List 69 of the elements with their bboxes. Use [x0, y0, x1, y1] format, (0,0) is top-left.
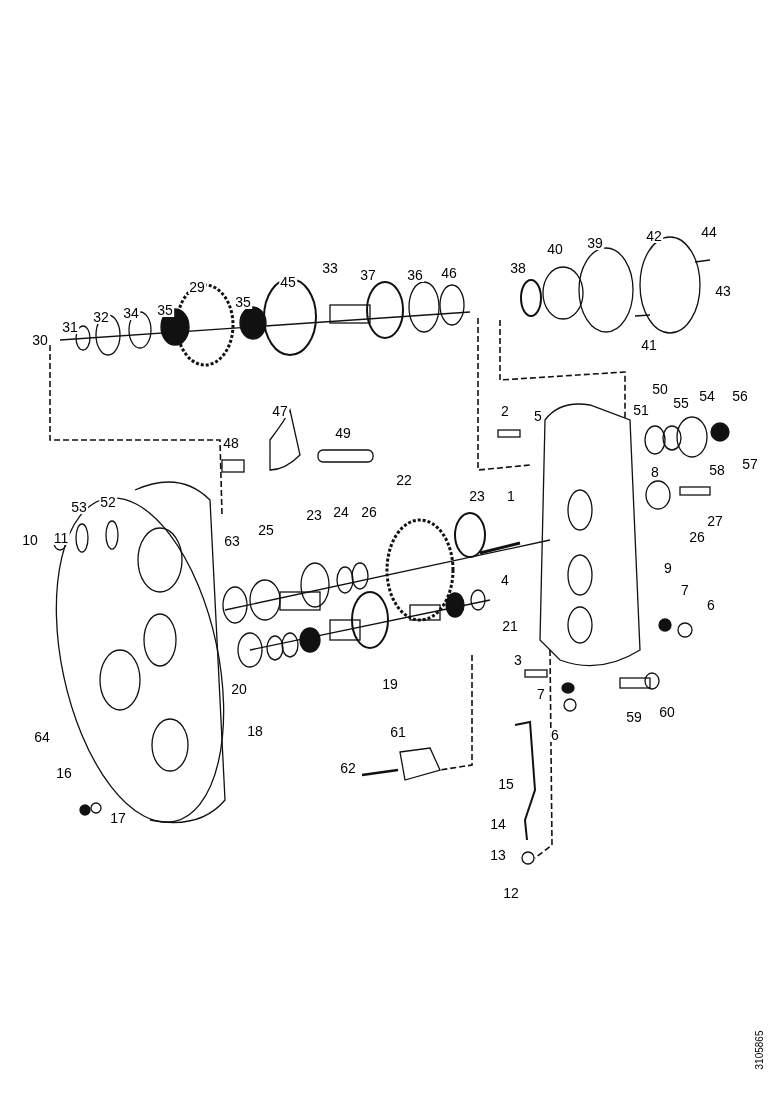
callout-number: 14	[489, 817, 507, 831]
callout-number: 20	[230, 682, 248, 696]
callout-number: 32	[92, 310, 110, 324]
callout-number: 43	[714, 284, 732, 298]
callout-number: 12	[502, 886, 520, 900]
callout-number: 37	[359, 268, 377, 282]
callout-number: 23	[305, 508, 323, 522]
callout-number: 42	[645, 229, 663, 243]
callout-number: 52	[99, 495, 117, 509]
callout-number: 36	[406, 268, 424, 282]
callout-number: 19	[381, 677, 399, 691]
callout-number: 9	[663, 561, 673, 575]
callout-number: 17	[109, 811, 127, 825]
callout-number: 62	[339, 761, 357, 775]
callout-number: 13	[489, 848, 507, 862]
callout-number: 35	[234, 295, 252, 309]
callout-number: 1	[506, 489, 516, 503]
callout-number: 4	[500, 573, 510, 587]
callout-number: 58	[708, 463, 726, 477]
callout-number: 30	[31, 333, 49, 347]
callout-number: 21	[501, 619, 519, 633]
callout-number: 7	[680, 583, 690, 597]
callout-number: 56	[731, 389, 749, 403]
callout-number: 51	[632, 403, 650, 417]
callout-number: 22	[395, 473, 413, 487]
callout-number: 44	[700, 225, 718, 239]
callout-number: 60	[658, 705, 676, 719]
callout-number: 45	[279, 275, 297, 289]
callout-number: 27	[706, 514, 724, 528]
callout-number: 3	[513, 653, 523, 667]
callout-number: 50	[651, 382, 669, 396]
callout-number: 59	[625, 710, 643, 724]
callout-number: 38	[509, 261, 527, 275]
callout-number: 39	[586, 236, 604, 250]
callout-number: 41	[640, 338, 658, 352]
callout-number: 48	[222, 436, 240, 450]
callout-number: 11	[52, 531, 70, 545]
callout-number: 2	[500, 404, 510, 418]
callout-number: 63	[223, 534, 241, 548]
callout-number: 7	[536, 687, 546, 701]
callout-number: 18	[246, 724, 264, 738]
callout-number: 54	[698, 389, 716, 403]
callout-number: 6	[706, 598, 716, 612]
callout-number: 47	[271, 404, 289, 418]
callout-number: 15	[497, 777, 515, 791]
callout-number: 57	[741, 457, 759, 471]
callout-number: 31	[61, 320, 79, 334]
callout-number: 55	[672, 396, 690, 410]
callout-number: 6	[550, 728, 560, 742]
callout-number: 29	[188, 280, 206, 294]
callout-number: 34	[122, 306, 140, 320]
callout-number: 23	[468, 489, 486, 503]
callout-number: 8	[650, 465, 660, 479]
callout-number: 64	[33, 730, 51, 744]
figure-number: 3105865	[755, 1030, 765, 1070]
callout-number: 49	[334, 426, 352, 440]
callout-number: 24	[332, 505, 350, 519]
callout-number: 53	[70, 500, 88, 514]
callout-number: 25	[257, 523, 275, 537]
callout-number: 26	[688, 530, 706, 544]
callout-number: 46	[440, 266, 458, 280]
callout-number: 10	[21, 533, 39, 547]
callout-number: 16	[55, 766, 73, 780]
callout-number: 26	[360, 505, 378, 519]
callout-number: 33	[321, 261, 339, 275]
callout-number: 61	[389, 725, 407, 739]
callout-number: 35	[156, 303, 174, 317]
callout-number: 5	[533, 409, 543, 423]
callout-number: 40	[546, 242, 564, 256]
